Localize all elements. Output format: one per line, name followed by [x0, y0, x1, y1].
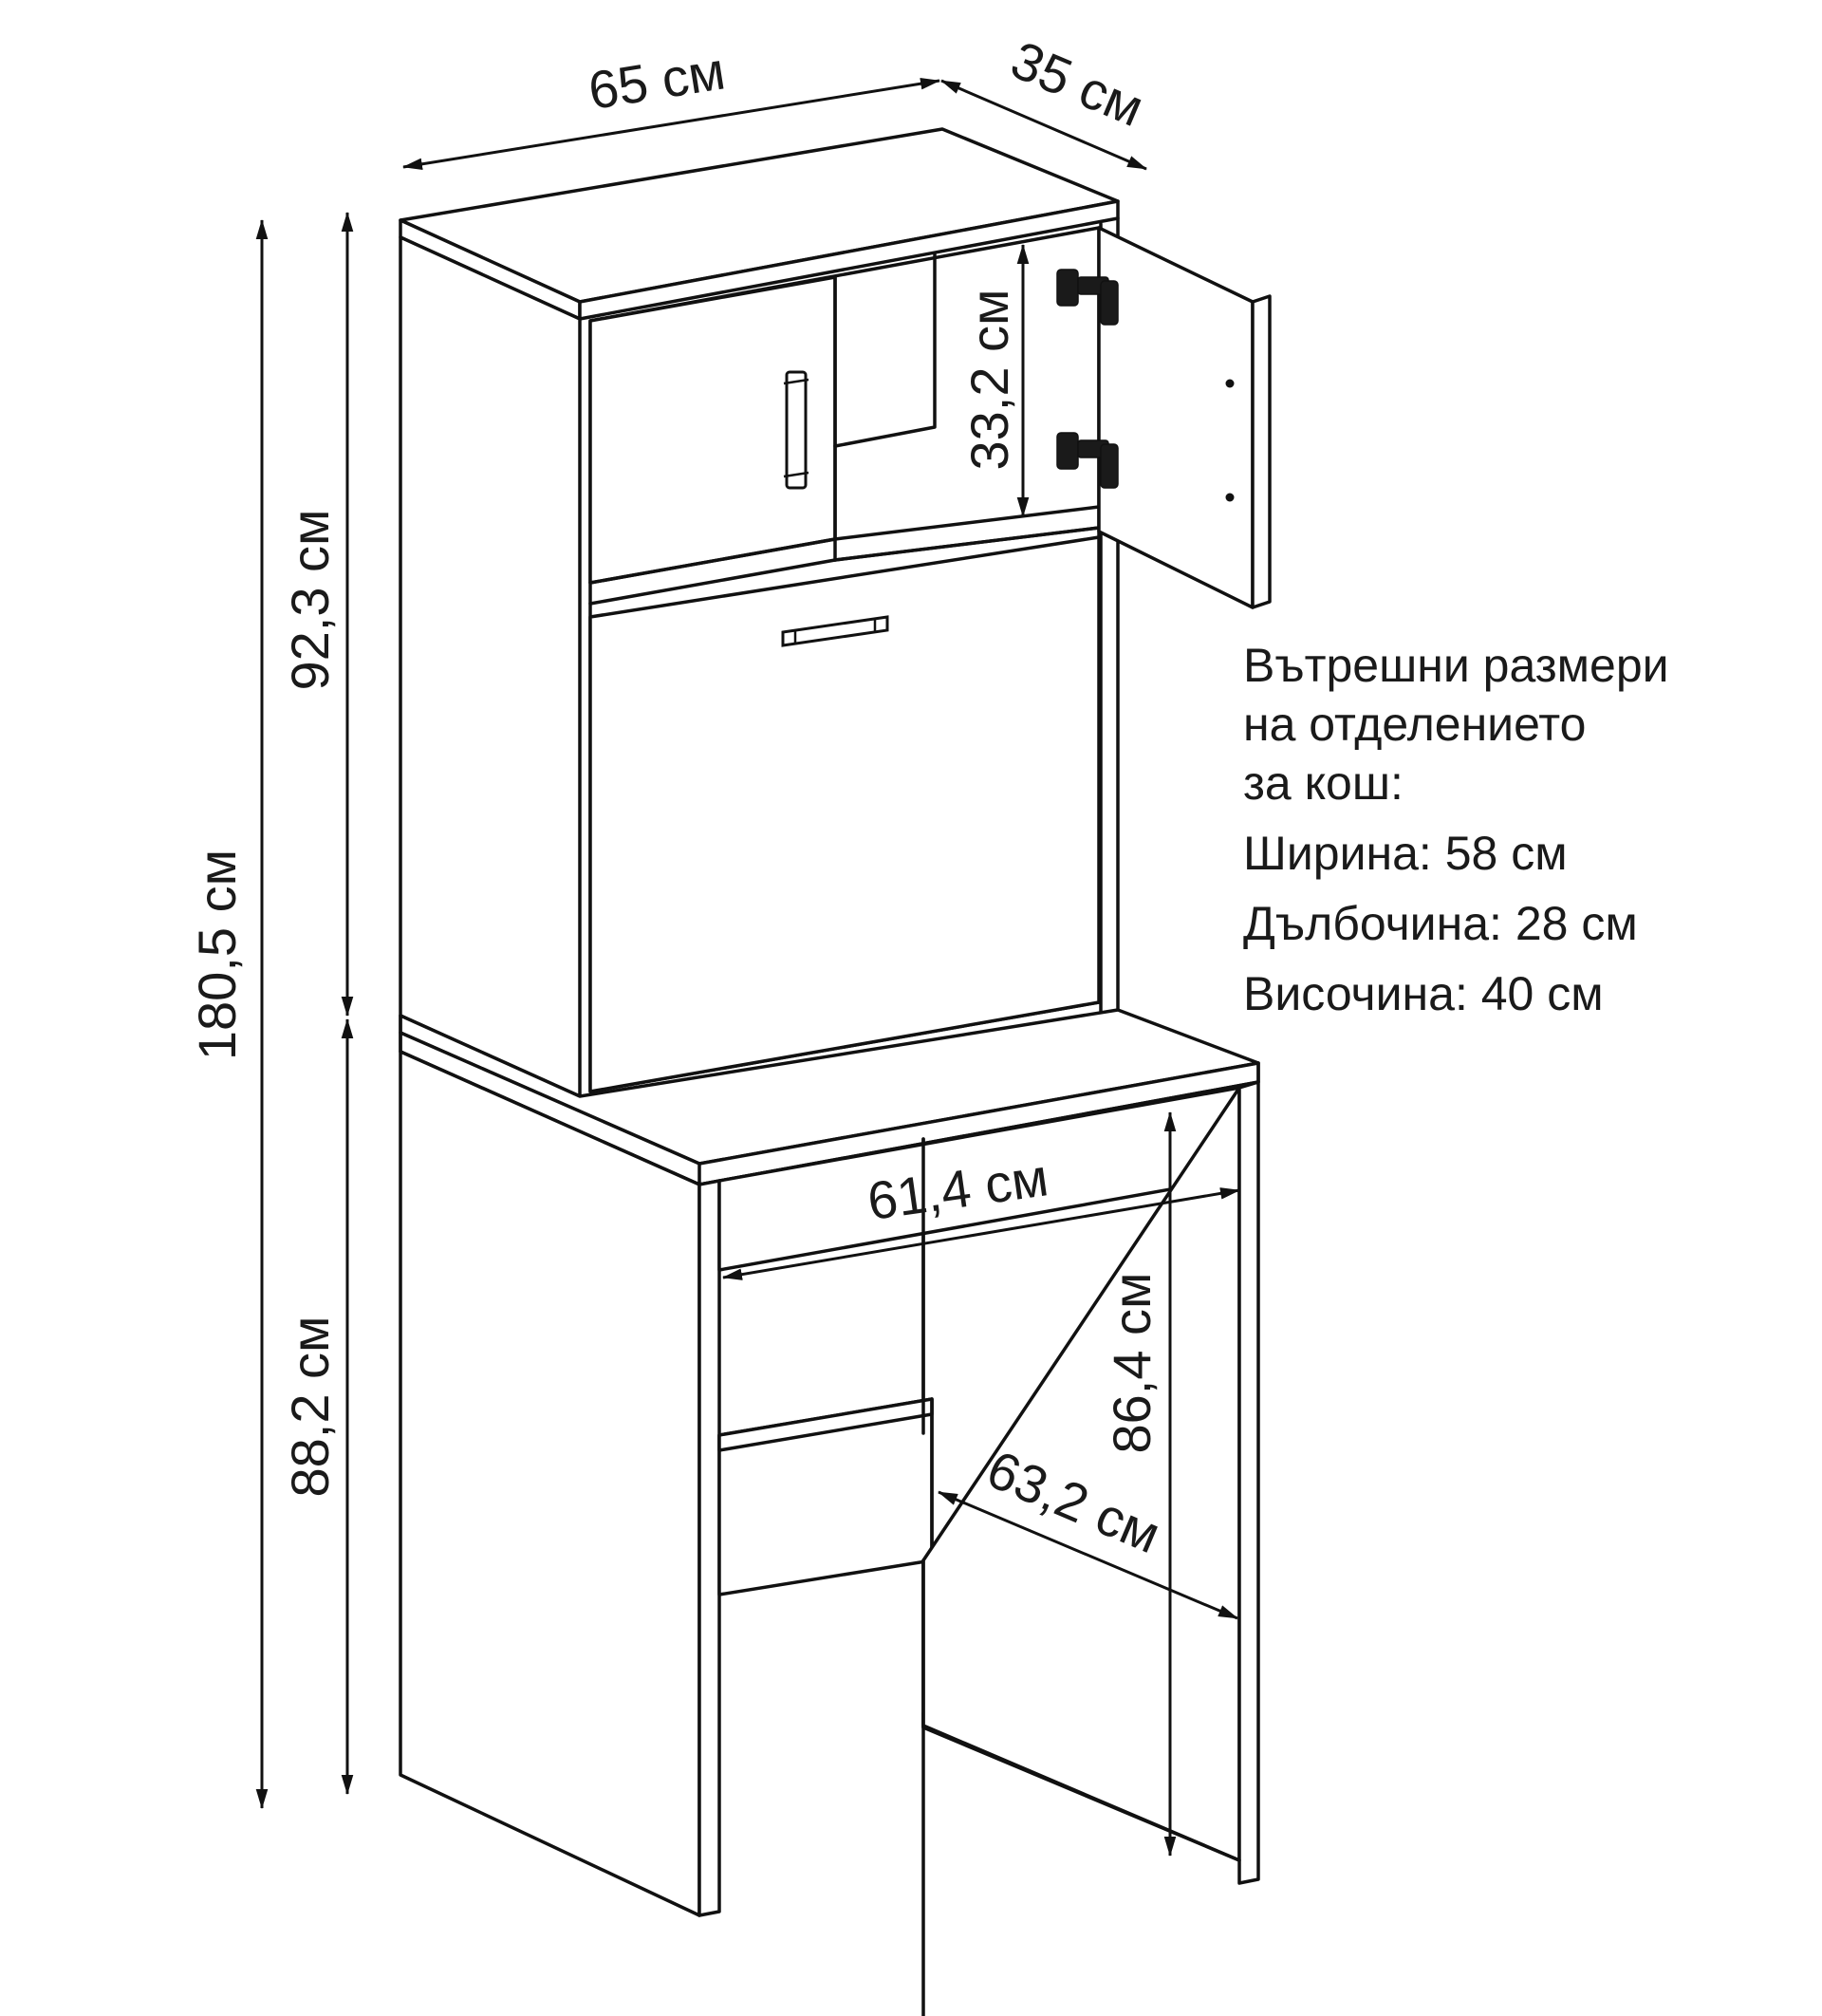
desk-left-panel — [399, 1050, 701, 1917]
upper-cabinet — [399, 127, 1272, 1098]
info-line-5: Дълбочина: 28 см — [1243, 897, 1638, 950]
dim-inner-depth-line — [938, 1490, 1238, 1620]
door-handle — [785, 370, 808, 490]
open-right-door — [1097, 226, 1255, 609]
open-door-edge — [1251, 294, 1272, 609]
compartment-back — [833, 252, 937, 448]
hamper-flap — [588, 535, 1101, 1093]
info-line-3: за кош: — [1243, 756, 1404, 810]
dim-inner-height-label: 86,4 см — [1102, 1272, 1162, 1453]
dim-compartment-height-label: 33,2 см — [959, 289, 1019, 470]
info-line-4: Ширина: 58 см — [1243, 827, 1568, 880]
hinge-bottom-icon — [1056, 432, 1119, 489]
lower-desk — [399, 1008, 1260, 2016]
dim-depth-label: 35 см — [1003, 29, 1152, 138]
hinge-top-icon — [1056, 269, 1119, 326]
dim-upper-height-label: 92,3 см — [280, 509, 340, 690]
info-line-2: на отделението — [1243, 698, 1586, 751]
dimension-lines — [255, 77, 1241, 1857]
dim-lower-height-label: 88,2 см — [280, 1316, 340, 1497]
info-line-6: Височина: 40 см — [1243, 967, 1604, 1020]
dim-total-height-label: 180,5 см — [187, 849, 247, 1060]
dim-width-label: 65 см — [585, 40, 729, 121]
dim-width-line — [401, 77, 941, 171]
dim-inner-width-line — [721, 1187, 1241, 1280]
flap-handle — [781, 615, 889, 647]
desk-right-panel — [1237, 1080, 1260, 1885]
dim-depth-line — [940, 79, 1147, 171]
compartment-info: Вътрешни размери на отделението за кош: … — [1243, 639, 1669, 1020]
upper-left-side — [399, 235, 582, 1098]
info-line-1: Вътрешни размери — [1243, 639, 1669, 692]
